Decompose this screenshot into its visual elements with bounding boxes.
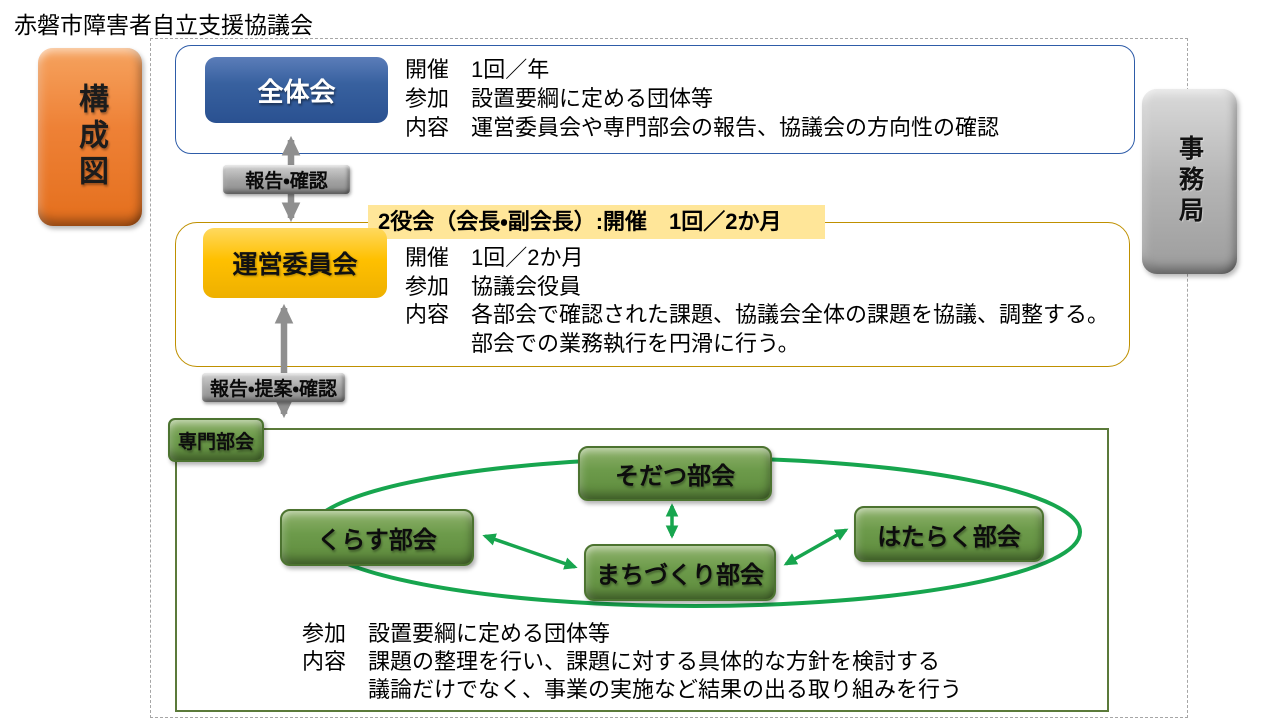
general-meeting-line-participants: 参加 設置要綱に定める団体等: [405, 86, 714, 111]
steering-committee-box: 運営委員会: [203, 228, 387, 298]
steering-committee-info: 開催 1回／2か月 参加 協議会役員 内容 各部会で確認された課題、協議会全体の…: [405, 244, 1109, 358]
officers-meeting-banner: 2役会（会長・副会長）:開催 1回／2か月: [368, 205, 825, 239]
subcommittee-line-content-2: 議論だけでなく、事業の実施など結果の出る取り組みを行う: [368, 677, 963, 702]
secretariat-box: 事務局: [1142, 89, 1237, 274]
structure-chart-title-box: 構成図: [38, 48, 142, 226]
subcommittee-line-participants: 参加 設置要綱に定める団体等: [302, 621, 611, 646]
general-meeting-info: 開催 1回／年 参加 設置要綱に定める団体等 内容 運営委員会や専門部会の報告、…: [405, 55, 999, 142]
subcommittee-label-kurasu: くらす部会: [317, 527, 437, 554]
subcommittee-info: 参加 設置要綱に定める団体等 内容 課題の整理を行い、課題に対する具体的な方針を…: [302, 620, 962, 704]
subcommittee-tag-text: 専門部会: [177, 431, 254, 453]
subcommittee-box-sodatsu: そだつ部会: [578, 446, 772, 501]
general-meeting-box: 全体会: [205, 57, 388, 123]
structure-chart-title-text: 構成図: [74, 83, 107, 191]
subcommittee-label-hataraku: はたらく部会: [877, 523, 1021, 551]
steering-line-content: 内容 各部会で確認された課題、協議会全体の課題を協議、調整する。: [405, 302, 1110, 327]
report-propose-confirm-label: 報告・提案・確認: [202, 373, 345, 402]
secretariat-text: 事務局: [1175, 135, 1204, 228]
report-confirm-label: 報告・確認: [223, 165, 350, 194]
steering-line-participants: 参加 協議会役員: [405, 273, 582, 299]
subcommittee-box-kurasu: くらす部会: [280, 509, 474, 566]
subcommittee-label-sodatsu: そだつ部会: [615, 463, 735, 490]
subcommittee-frame: [175, 428, 1109, 712]
subcommittee-line-content: 内容 課題の整理を行い、課題に対する具体的な方針を検討する: [302, 649, 941, 674]
general-meeting-label: 全体会: [257, 76, 336, 107]
subcommittee-label-machizukuri: まちづくり部会: [596, 562, 764, 589]
report-propose-confirm-text: 報告・提案・確認: [210, 379, 337, 400]
general-meeting-line-frequency: 開催 1回／年: [405, 57, 550, 82]
subcommittee-tag: 専門部会: [168, 418, 264, 462]
outer-dashed-frame: [150, 38, 1188, 718]
general-meeting-line-content: 内容 運営委員会や専門部会の報告、協議会の方向性の確認: [405, 115, 1000, 140]
subcommittee-box-machizukuri: まちづくり部会: [584, 544, 776, 601]
report-confirm-text: 報告・確認: [245, 171, 328, 192]
subcommittee-box-hataraku: はたらく部会: [854, 506, 1044, 562]
steering-committee-label: 運営委員会: [232, 251, 358, 279]
steering-line-content-2: 部会での業務執行を円滑に行う。: [471, 330, 800, 356]
steering-line-frequency: 開催 1回／2か月: [405, 245, 584, 270]
page-title: 赤磐市障害者自立支援協議会: [14, 12, 313, 38]
